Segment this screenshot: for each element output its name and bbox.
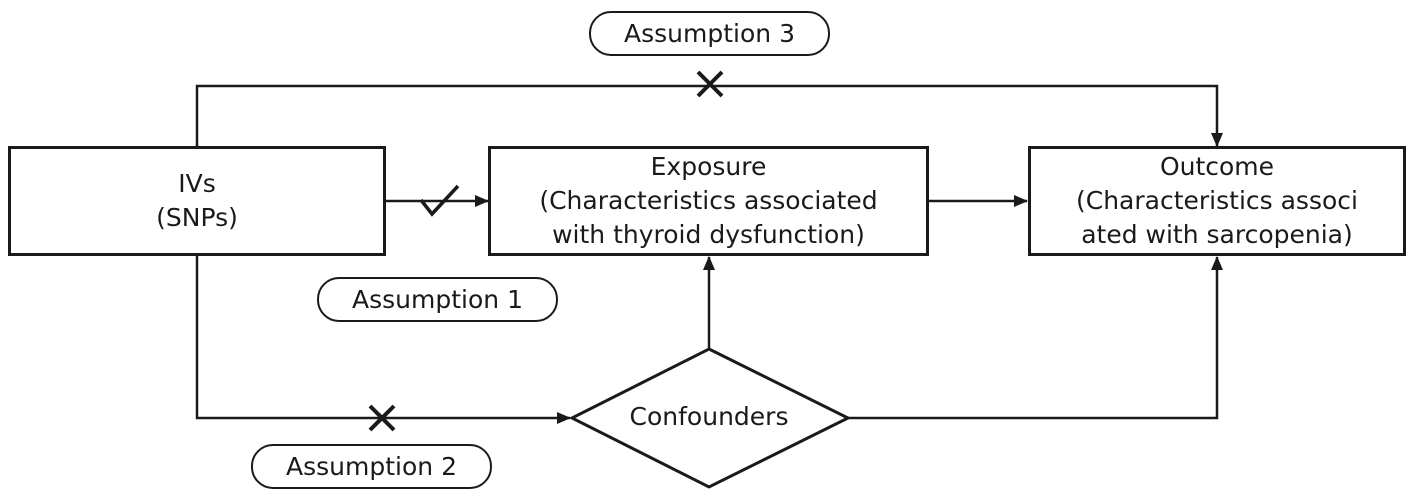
cross-mark-icon bbox=[696, 70, 724, 98]
assumption-1-pill: Assumption 1 bbox=[317, 277, 558, 322]
assumption-3-pill: Assumption 3 bbox=[589, 11, 830, 56]
exposure-node: Exposure (Characteristics associated wit… bbox=[488, 146, 929, 256]
ivs-label-line2: (SNPs) bbox=[156, 203, 238, 232]
confounders-diamond bbox=[568, 347, 852, 489]
check-mark-icon bbox=[419, 184, 460, 217]
exposure-label-line2: (Characteristics associated bbox=[539, 186, 878, 215]
edge-confounders-to-outcome bbox=[848, 256, 1223, 420]
exposure-label-line1: Exposure bbox=[650, 152, 767, 181]
assumption-2-pill: Assumption 2 bbox=[251, 444, 492, 489]
outcome-label-line1: Outcome bbox=[1159, 152, 1275, 181]
edge-ivs-to-confounders bbox=[195, 256, 571, 424]
cross-mark-icon bbox=[368, 404, 396, 432]
exposure-label-line3: with thyroid dysfunction) bbox=[552, 220, 865, 249]
ivs-label-line1: IVs bbox=[178, 169, 216, 198]
edge-ivs-to-outcome-direct bbox=[195, 84, 1223, 147]
outcome-label-line3: ated with sarcopenia) bbox=[1081, 220, 1353, 249]
ivs-node: IVs (SNPs) bbox=[8, 146, 386, 256]
outcome-label-line2: (Characteristics associ bbox=[1076, 186, 1358, 215]
outcome-node: Outcome (Characteristics associ ated wit… bbox=[1028, 146, 1406, 256]
confounders-label: Confounders bbox=[629, 402, 789, 431]
